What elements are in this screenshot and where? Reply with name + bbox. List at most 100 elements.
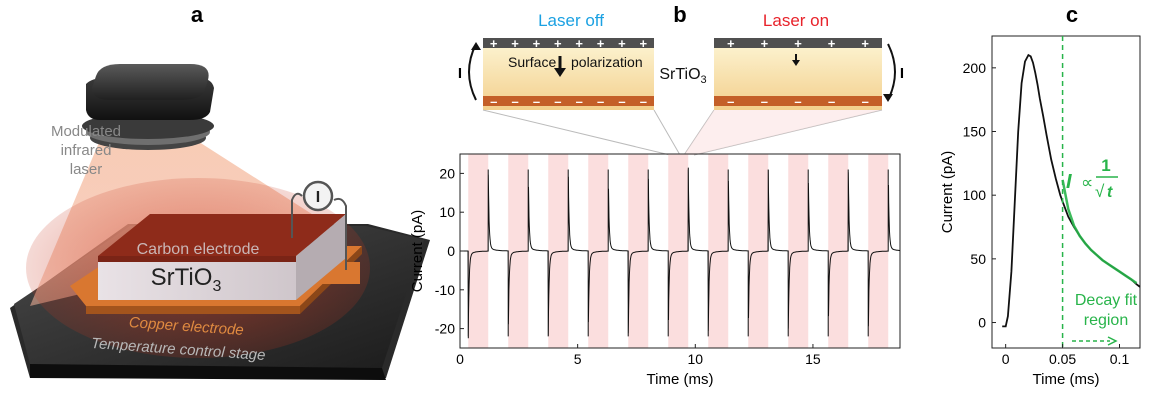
laser-on-interval (868, 154, 889, 348)
negative-charge: – (490, 94, 497, 109)
ammeter-symbol: I (316, 189, 320, 206)
y-tick-label: 0 (447, 243, 455, 259)
negative-charge: – (554, 94, 561, 109)
negative-charge: – (828, 94, 835, 109)
surface-label: Surface (508, 54, 556, 70)
laser-label-line-2: infrared (61, 142, 112, 159)
laser-on-interval (708, 154, 729, 348)
laser-on-interval (628, 154, 649, 348)
surface-positive-charges: + + + + + + + + (490, 36, 648, 51)
crystal-laser-off: + + + + + + + + –––––––– Surface polarization (483, 36, 654, 110)
fit-proportional-symbol: ∝ (1081, 173, 1093, 192)
crystal-laser-on: + + + + + – – – – – (714, 36, 882, 110)
panel-b: b Laser off Laser on ++++++++ –––––––– S… (409, 2, 904, 388)
x-tick-label: 5 (574, 351, 582, 367)
y-tick-label: 150 (963, 124, 987, 140)
positive-charge: + (640, 36, 648, 51)
panel-a-label: a (191, 2, 204, 27)
current-arrow-left-icon (468, 43, 477, 101)
material-label: SrTiO3 (659, 66, 706, 86)
x-tick-label: 0 (1002, 351, 1010, 367)
laser-label-line-3: laser (70, 161, 103, 178)
x-tick-label: 15 (805, 351, 821, 367)
y-axis-label: Current (pA) (939, 151, 956, 234)
positive-charge: + (597, 36, 605, 51)
laser-on-interval (508, 154, 529, 348)
surface-positive-charges-on: + + + + + (727, 36, 869, 51)
positive-charge: + (828, 36, 836, 51)
y-tick-label: 50 (970, 251, 986, 267)
laser-on-interval (588, 154, 609, 348)
y-tick-label: 100 (963, 187, 987, 203)
fit-sqrt-symbol: √ (1095, 182, 1105, 201)
y-tick-label: -20 (435, 321, 455, 337)
ammeter-icon (302, 180, 334, 212)
negative-charge: – (794, 94, 801, 109)
fit-time-symbol: t (1107, 184, 1113, 201)
positive-charge: + (575, 36, 583, 51)
decay-fit-label-line-2: region (1084, 312, 1128, 329)
positive-charge: + (533, 36, 541, 51)
y-axis-label: Current (pA) (409, 210, 426, 293)
ammeter: I (291, 180, 347, 270)
x-tick-label: 0.05 (1049, 351, 1076, 367)
current-trace-line (460, 167, 900, 339)
panel-c-label: c (1066, 2, 1078, 27)
surface-negative-charges-on: ––––– (727, 94, 869, 109)
negative-charge: – (618, 94, 625, 109)
y-tick-label: 20 (439, 165, 455, 181)
laser-on-interval (748, 154, 769, 348)
laser-housing (82, 64, 214, 150)
laser-on-interval (828, 154, 849, 348)
y-tick-label: 0 (978, 315, 986, 331)
laser-on-label: Laser on (763, 11, 829, 30)
positive-charge: + (618, 36, 626, 51)
laser-on-interval (548, 154, 569, 348)
current-right-label: I (900, 65, 904, 82)
plot-frame (991, 35, 1141, 349)
x-axis-label: Time (ms) (1033, 371, 1100, 388)
negative-charge: – (727, 94, 734, 109)
positive-charge: + (861, 36, 869, 51)
negative-charge: – (761, 94, 768, 109)
sample-formula: SrTiO3 (151, 264, 222, 295)
fit-numerator: 1 (1101, 156, 1110, 175)
polarization-label: polarization (571, 54, 643, 70)
y-tick-label: 200 (963, 60, 987, 76)
positive-charge: + (794, 36, 802, 51)
positive-charge: + (511, 36, 519, 51)
positive-charge: + (554, 36, 562, 51)
y-tick-label: -10 (435, 282, 455, 298)
decay-fit-label-line-1: Decay fit (1075, 292, 1138, 309)
negative-charge: – (511, 94, 518, 109)
laser-off-label: Laser off (538, 11, 604, 30)
fit-formula: I ∝ 1 √ t (1066, 156, 1118, 201)
srtio3-sample (98, 214, 346, 300)
fit-curve-line (1061, 179, 1138, 285)
laser-on-interval (468, 154, 489, 348)
negative-charge: – (533, 94, 540, 109)
laser-on-interval (788, 154, 809, 348)
negative-charge: – (862, 94, 869, 109)
surface-negative-charges: –––––––– (490, 94, 647, 109)
positive-charge: + (490, 36, 498, 51)
x-tick-label: 0 (456, 351, 464, 367)
current-arrow-right-icon (887, 43, 896, 101)
carbon-electrode-label: Carbon electrode (137, 241, 260, 258)
fit-current-symbol: I (1066, 171, 1072, 193)
x-axis-label: Time (ms) (647, 371, 714, 388)
negative-charge: – (640, 94, 647, 109)
y-tick-label: 10 (439, 204, 455, 220)
x-tick-label: 0.1 (1110, 351, 1130, 367)
laser-on-interval (668, 154, 689, 348)
panel-a: a (10, 2, 430, 380)
negative-charge: – (576, 94, 583, 109)
current-left-label: I (458, 65, 462, 82)
x-tick-label: 10 (688, 351, 704, 367)
positive-charge: + (761, 36, 769, 51)
positive-charge: + (727, 36, 735, 51)
